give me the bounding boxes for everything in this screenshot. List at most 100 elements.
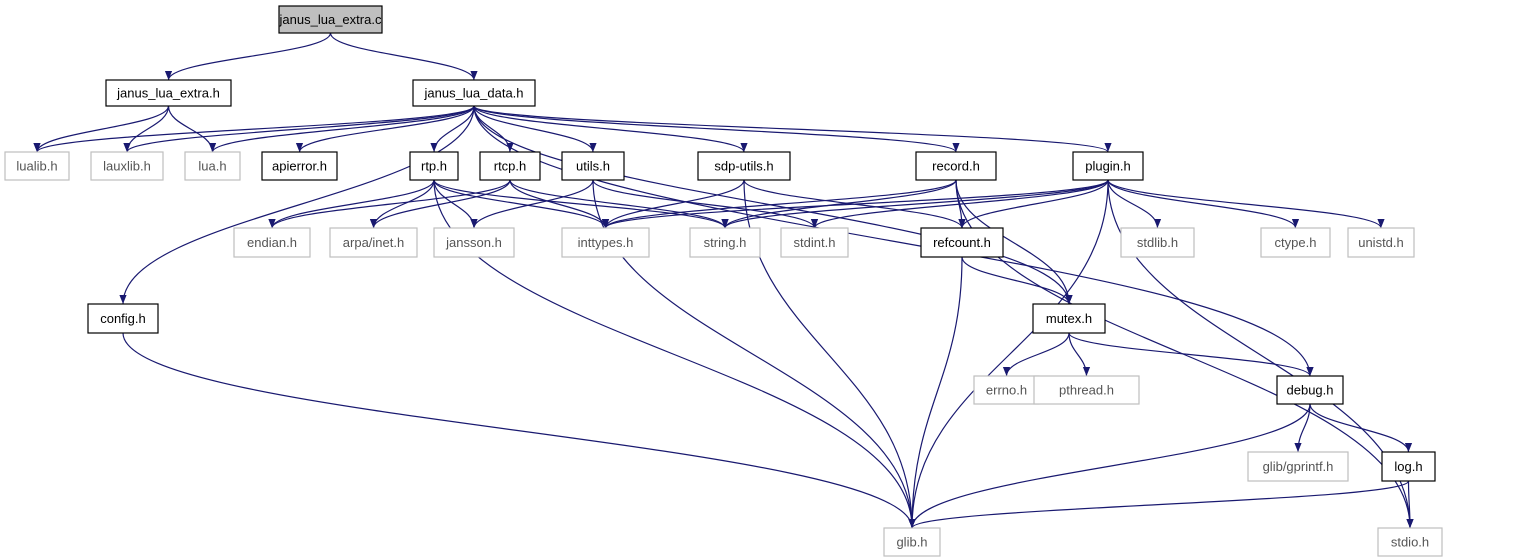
edge-refcount-h-to-glib-h: [908, 256, 963, 529]
node-mutex-h[interactable]: mutex.h: [1032, 303, 1106, 334]
edge-rtcp-h-to-arpa-inet-h: [369, 179, 511, 229]
node-label: endian.h: [247, 235, 297, 250]
node-label: utils.h: [576, 158, 610, 173]
node-string-h: string.h: [689, 227, 761, 258]
node-rtp-h[interactable]: rtp.h: [409, 151, 459, 181]
node-box: [412, 79, 536, 107]
edge-mutex-h-to-debug-h: [1068, 332, 1314, 377]
node-box: [1260, 227, 1331, 258]
node-label: lua.h: [198, 158, 226, 173]
node-label: record.h: [932, 158, 980, 173]
node-box: [1347, 227, 1415, 258]
node-config-h[interactable]: config.h: [87, 303, 159, 334]
node-box: [973, 375, 1040, 405]
node-box: [479, 151, 541, 181]
edge-janus-lua-data-h-to-apierror-h: [295, 105, 475, 153]
node-janus-lua-extra-c[interactable]: janus_lua_extra.c: [278, 5, 383, 34]
nodes-layer: janus_lua_extra.c janus_lua_extra.h janus_…: [4, 5, 1443, 557]
edge-debug-h-to-glib-h: [908, 403, 1311, 529]
edge-log-h-to-stdio-h: [1406, 480, 1414, 529]
node-utils-h[interactable]: utils.h: [561, 151, 625, 181]
node-arpa-inet-h: arpa/inet.h: [329, 227, 418, 258]
edge-rtcp-h-to-string-h: [509, 179, 729, 229]
edge-janus-lua-data-h-to-config-h: [119, 105, 475, 305]
edge-mutex-h-to-pthread-h: [1068, 332, 1091, 377]
node-janus-lua-extra-h[interactable]: janus_lua_extra.h: [105, 79, 232, 107]
node-box: [1381, 451, 1436, 482]
node-label: lauxlib.h: [103, 158, 151, 173]
edge-rtp-h-to-inttypes-h: [433, 179, 610, 229]
edge-plugin-h-to-ctype-h: [1107, 179, 1300, 229]
node-box: [920, 227, 1004, 258]
edge-debug-h-to-log-h: [1309, 403, 1413, 453]
node-label: janus_lua_extra.h: [116, 85, 220, 100]
node-apierror-h[interactable]: apierror.h: [261, 151, 338, 181]
edge-janus-lua-data-h-to-plugin-h: [473, 105, 1112, 153]
edge-utils-h-to-jansson-h: [470, 179, 594, 229]
node-box: [261, 151, 338, 181]
node-label: glib.h: [896, 534, 927, 549]
edge-janus-lua-extra-c-to-janus-lua-data-h: [329, 32, 478, 81]
edge-janus-lua-data-h-to-lua-h: [209, 105, 475, 153]
edge-record-h-to-mutex-h: [955, 179, 1073, 305]
edge-refcount-h-to-mutex-h: [961, 256, 1073, 305]
node-label: unistd.h: [1358, 235, 1404, 250]
node-stdio-h: stdio.h: [1377, 527, 1443, 557]
node-label: rtp.h: [421, 158, 447, 173]
edge-plugin-h-to-glib-h: [908, 179, 1109, 529]
node-box: [697, 151, 791, 181]
node-label: glib/gprintf.h: [1263, 459, 1334, 474]
node-sdp-utils-h[interactable]: sdp-utils.h: [697, 151, 791, 181]
edge-log-h-to-glib-h: [908, 480, 1410, 529]
node-label: rtcp.h: [494, 158, 527, 173]
node-lauxlib-h: lauxlib.h: [90, 151, 164, 181]
node-debug-h[interactable]: debug.h: [1276, 375, 1344, 405]
node-label: inttypes.h: [578, 235, 634, 250]
edge-janus-lua-data-h-to-sdp-utils-h: [473, 105, 748, 153]
node-record-h[interactable]: record.h: [915, 151, 997, 181]
node-pthread-h: pthread.h: [1033, 375, 1140, 405]
node-label: stdio.h: [1391, 534, 1429, 549]
node-label: jansson.h: [445, 235, 502, 250]
node-rtcp-h[interactable]: rtcp.h: [479, 151, 541, 181]
edge-janus-lua-data-h-to-lauxlib-h: [123, 105, 475, 153]
edge-plugin-h-to-stdlib-h: [1107, 179, 1162, 229]
node-refcount-h[interactable]: refcount.h: [920, 227, 1004, 258]
node-label: stdint.h: [794, 235, 836, 250]
edge-janus-lua-data-h-to-record-h: [473, 105, 960, 153]
node-label: lualib.h: [16, 158, 57, 173]
edge-rtp-h-to-arpa-inet-h: [369, 179, 435, 229]
node-label: errno.h: [986, 382, 1027, 397]
node-ctype-h: ctype.h: [1260, 227, 1331, 258]
node-label: janus_lua_data.h: [423, 85, 523, 100]
node-jansson-h: jansson.h: [433, 227, 515, 258]
node-box: [1247, 451, 1349, 482]
node-endian-h: endian.h: [233, 227, 311, 258]
node-label: ctype.h: [1275, 235, 1317, 250]
node-box: [4, 151, 70, 181]
node-label: arpa/inet.h: [343, 235, 404, 250]
node-lua-h: lua.h: [184, 151, 241, 181]
edge-plugin-h-to-refcount-h: [958, 179, 1109, 229]
node-label: plugin.h: [1085, 158, 1131, 173]
node-glib-h: glib.h: [883, 527, 941, 557]
node-lualib-h: lualib.h: [4, 151, 70, 181]
node-plugin-h[interactable]: plugin.h: [1072, 151, 1144, 181]
node-label: log.h: [1394, 459, 1422, 474]
node-label: config.h: [100, 311, 146, 326]
node-box: [689, 227, 761, 258]
node-label: janus_lua_extra.c: [279, 12, 382, 27]
node-box: [1032, 303, 1106, 334]
edge-record-h-to-inttypes-h: [602, 179, 957, 229]
node-log-h[interactable]: log.h: [1381, 451, 1436, 482]
node-janus-lua-data-h[interactable]: janus_lua_data.h: [412, 79, 536, 107]
node-box: [1120, 227, 1195, 258]
node-label: pthread.h: [1059, 382, 1114, 397]
edge-janus-lua-extra-h-to-lualib-h: [33, 105, 170, 153]
node-box: [184, 151, 241, 181]
edge-plugin-h-to-string-h: [721, 179, 1109, 229]
node-box: [561, 151, 625, 181]
edge-utils-h-to-stdint-h: [592, 179, 819, 229]
edge-janus-lua-extra-c-to-janus-lua-extra-h: [164, 32, 332, 81]
